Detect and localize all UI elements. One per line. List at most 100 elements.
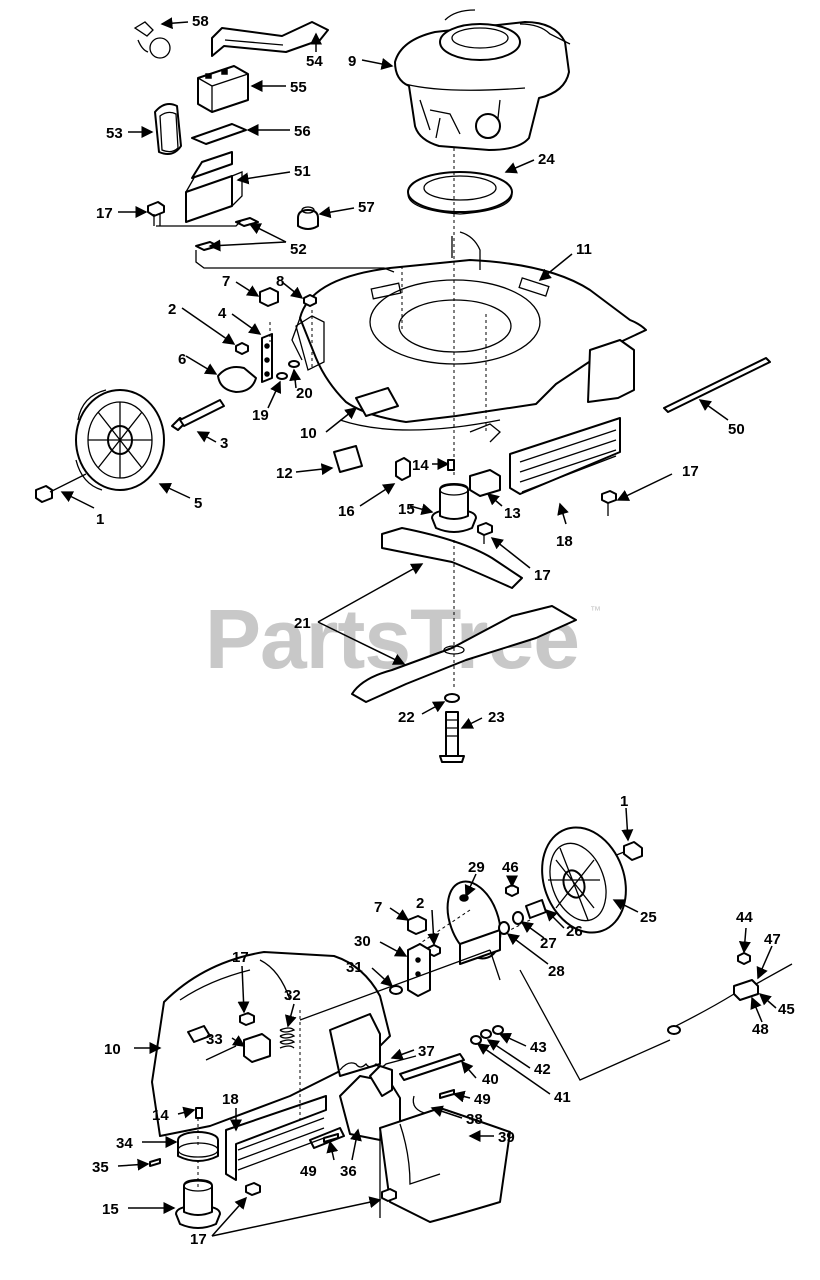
- part-1-bolt: [35, 473, 87, 503]
- part-41-washer: [470, 1035, 482, 1045]
- part-17-bolt-lower: [381, 1188, 397, 1202]
- part-49-pin: [323, 1133, 339, 1143]
- part-44-nut: [737, 952, 751, 965]
- part-13-bracket: [469, 469, 501, 497]
- part-12-label: [333, 445, 363, 473]
- part-31-washer: [389, 985, 403, 995]
- part-56-pad: [191, 123, 247, 145]
- callout-14-lower: 14: [152, 1107, 169, 1124]
- callout-37: 37: [418, 1043, 435, 1060]
- callout-9: 9: [348, 53, 356, 70]
- part-11-deck: [291, 231, 647, 443]
- part-40-shaft: [399, 1053, 465, 1081]
- callout-38: 38: [466, 1111, 483, 1128]
- part-15-adapter-lower: [175, 1179, 221, 1229]
- callout-36: 36: [340, 1163, 357, 1180]
- callout-46: 46: [502, 859, 519, 876]
- part-54-bracket: [211, 21, 329, 57]
- callout-17: 17: [682, 463, 699, 480]
- callout-18: 18: [556, 533, 573, 550]
- part-57-bumper: [297, 206, 319, 230]
- callout-12: 12: [276, 465, 293, 482]
- callout-19: 19: [252, 407, 269, 424]
- part-14-key: [447, 459, 455, 471]
- part-17-bolt-lower: [239, 1012, 255, 1026]
- callout-17: 17: [96, 205, 113, 222]
- callout-27: 27: [540, 935, 557, 952]
- callout-23: 23: [488, 709, 505, 726]
- part-58-connector: [133, 21, 171, 59]
- callout-22: 22: [398, 709, 415, 726]
- callout-43: 43: [530, 1039, 547, 1056]
- part-4-bracket: [261, 333, 273, 383]
- part-3-bolt: [171, 399, 225, 431]
- callout-17-bottom: 17: [190, 1231, 207, 1248]
- part-28-washer: [498, 921, 510, 935]
- part-7-cap: [259, 287, 279, 307]
- part-17-bolt: [601, 490, 617, 516]
- part-10-label: [355, 387, 399, 417]
- part-7-cap-lower: [407, 915, 427, 935]
- callout-24: 24: [538, 151, 555, 168]
- part-23-bolt: [439, 711, 465, 763]
- callout-15: 15: [398, 501, 415, 518]
- part-49-pin: [439, 1089, 455, 1099]
- part-24-gasket: [407, 171, 513, 215]
- part-6-bracket: [217, 366, 257, 393]
- callout-16: 16: [338, 503, 355, 520]
- callout-44: 44: [736, 909, 753, 926]
- callout-41: 41: [554, 1089, 571, 1106]
- callout-2: 2: [168, 301, 176, 318]
- part-18-deflector: [509, 417, 621, 495]
- callout-1: 1: [96, 511, 104, 528]
- part-21-blade: [381, 527, 523, 589]
- part-29-hub: [446, 880, 502, 965]
- callout-32: 32: [284, 987, 301, 1004]
- callout-21: 21: [294, 615, 311, 632]
- part-16-bolt: [395, 457, 411, 481]
- callout-47: 47: [764, 931, 781, 948]
- callout-50: 50: [728, 421, 745, 438]
- callout-2-lower: 2: [416, 895, 424, 912]
- part-17-bolt: [477, 522, 493, 544]
- part-17-bolt: [147, 201, 165, 226]
- part-17-bolt-lower: [245, 1182, 261, 1196]
- part-19-washer: [276, 372, 288, 380]
- callout-39: 39: [498, 1129, 515, 1146]
- callout-7: 7: [222, 273, 230, 290]
- part-5-wheel: [75, 389, 165, 491]
- callout-35: 35: [92, 1159, 109, 1176]
- part-48-clamp: [733, 979, 759, 1001]
- callout-53: 53: [106, 125, 123, 142]
- callout-42: 42: [534, 1061, 551, 1078]
- part-27-washer: [512, 911, 524, 925]
- callout-57: 57: [358, 199, 375, 216]
- callout-8: 8: [276, 273, 284, 290]
- part-45-cable: [667, 963, 793, 1035]
- callout-15-lower: 15: [102, 1201, 119, 1218]
- part-14-key-lower: [195, 1107, 203, 1119]
- part-43-washer: [492, 1025, 504, 1035]
- callout-28: 28: [548, 963, 565, 980]
- callout-1-lower: 1: [620, 793, 628, 810]
- part-9-engine: [394, 9, 571, 151]
- callout-58: 58: [192, 13, 209, 30]
- part-55-battery: [197, 65, 249, 113]
- callout-51: 51: [294, 163, 311, 180]
- callout-26: 26: [566, 923, 583, 940]
- callout-17-lower: 17: [232, 949, 249, 966]
- part-26-bushing: [525, 899, 547, 919]
- callout-25: 25: [640, 909, 657, 926]
- callout-5: 5: [194, 495, 202, 512]
- part-20-washer: [288, 360, 300, 368]
- part-2-nut: [235, 342, 249, 355]
- callout-34: 34: [116, 1135, 133, 1152]
- part-46-nut: [505, 884, 519, 897]
- callout-3: 3: [220, 435, 228, 452]
- part-22-washer: [444, 693, 460, 703]
- callout-13: 13: [504, 505, 521, 522]
- callout-45: 45: [778, 1001, 795, 1018]
- part-34-pulley: [177, 1131, 219, 1162]
- callout-6: 6: [178, 351, 186, 368]
- callout-40: 40: [482, 1071, 499, 1088]
